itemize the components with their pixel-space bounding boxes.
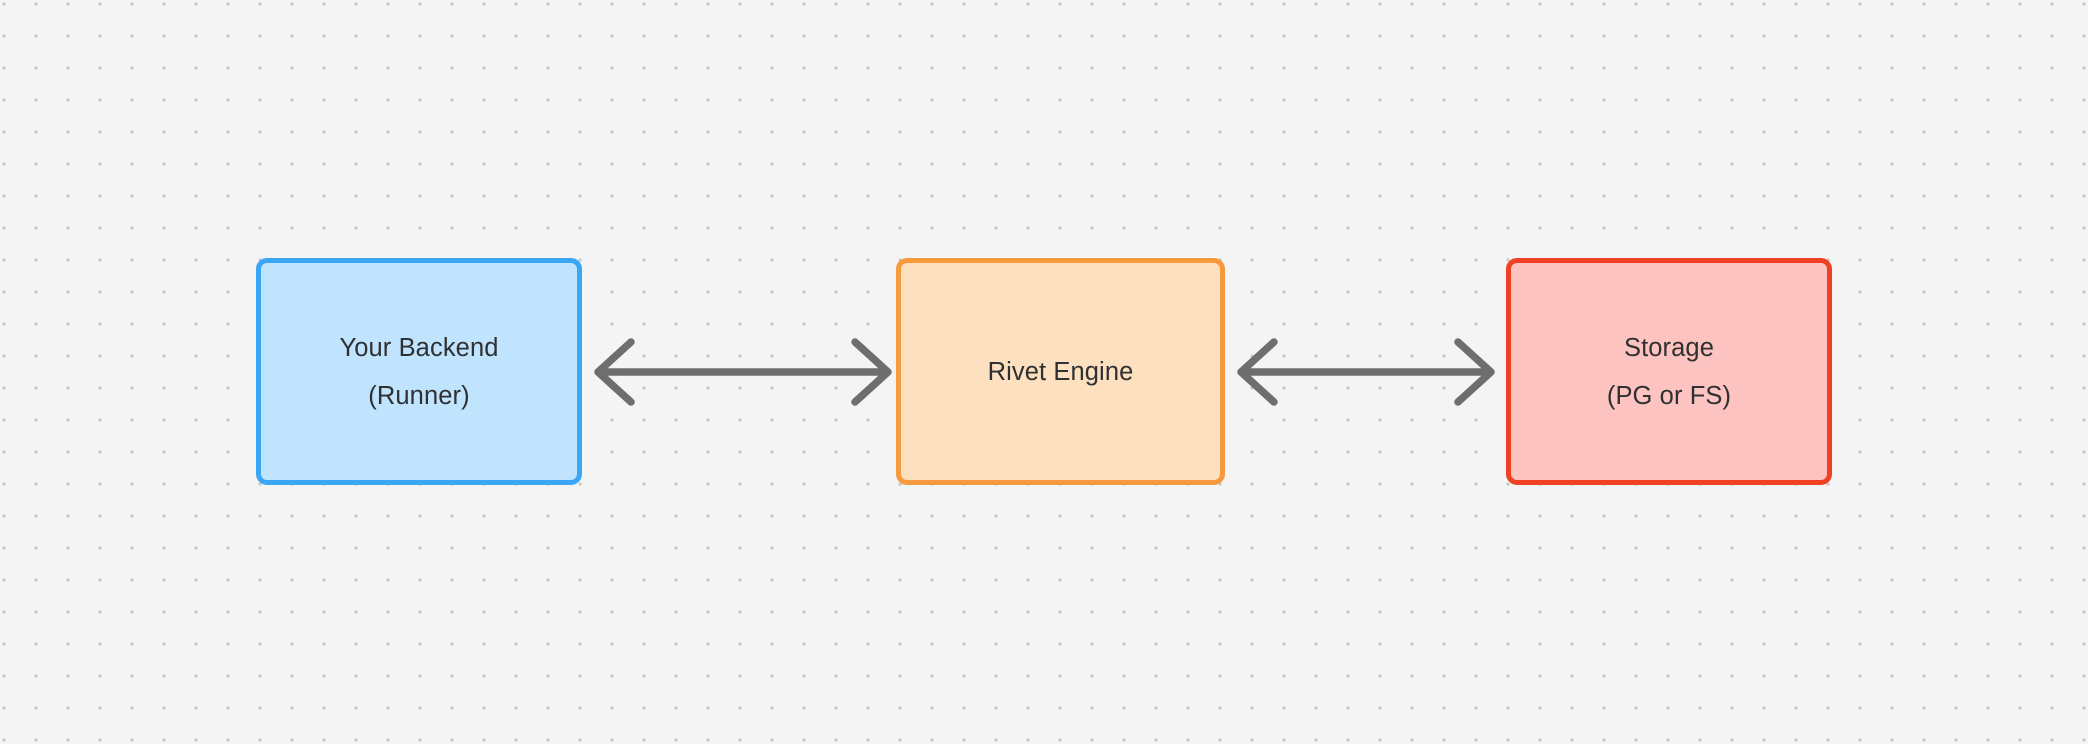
node-rivet-engine-label: Rivet Engine <box>987 357 1134 386</box>
edge-engine-storage[interactable] <box>1237 338 1495 406</box>
edge-backend-engine[interactable] <box>594 338 892 406</box>
edge-engine-storage-arrowhead-left <box>1237 338 1278 406</box>
node-your-backend-label: Your Backend (Runner) <box>339 333 499 410</box>
node-your-backend[interactable]: Your Backend (Runner) <box>256 258 582 485</box>
node-rivet-engine[interactable]: Rivet Engine <box>896 258 1225 485</box>
edge-backend-engine-arrowhead-right <box>851 338 892 406</box>
edge-engine-storage-arrowhead-right <box>1454 338 1495 406</box>
node-storage[interactable]: Storage (PG or FS) <box>1506 258 1832 485</box>
edge-backend-engine-arrowhead-left <box>594 338 635 406</box>
node-storage-label: Storage (PG or FS) <box>1606 333 1732 410</box>
